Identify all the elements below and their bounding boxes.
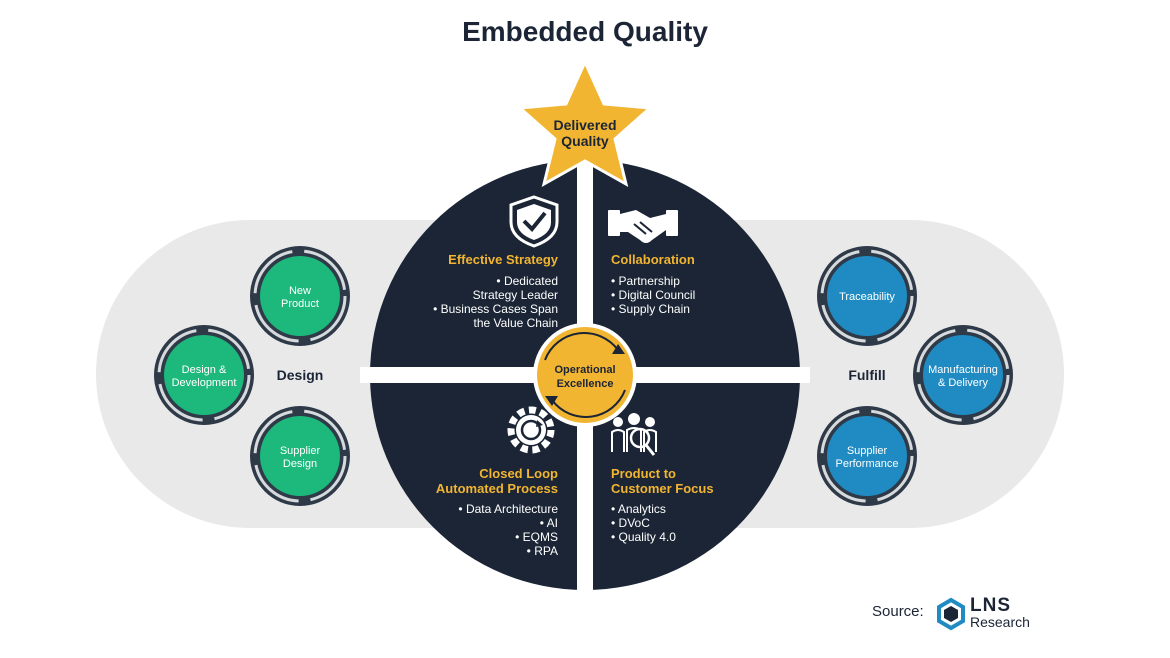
center-circle: [533, 323, 637, 427]
fulfill-item-traceability: Traceability: [817, 246, 917, 346]
source-label: Source:: [872, 603, 924, 620]
design-item-2-line2: Development: [172, 377, 237, 389]
closed-loop-bullet-1: • Data Architecture: [458, 502, 558, 516]
closed-loop-title-line2: Automated Process: [436, 481, 558, 496]
collaboration-bullet-2: • Digital Council: [611, 288, 695, 302]
effective-strategy-bullet-2: Strategy Leader: [473, 288, 558, 302]
lns-logo-line2: Research: [970, 614, 1030, 630]
gear-cycle-icon: [507, 406, 555, 454]
effective-strategy-title: Effective Strategy: [448, 252, 559, 267]
star-label-line1: Delivered: [553, 117, 616, 133]
handshake-icon: [608, 210, 678, 243]
collaboration-bullet-1: • Partnership: [611, 274, 680, 288]
people-search-icon: [611, 413, 657, 456]
customer-focus-title-line2: Customer Focus: [611, 481, 714, 496]
star-label-line2: Quality: [561, 133, 609, 149]
cycle-arrow-icon-2: [551, 389, 626, 418]
design-item-1-line2: Product: [281, 298, 319, 310]
fulfill-label: Fulfill: [848, 367, 885, 383]
lns-logo-line1: LNS: [970, 595, 1011, 616]
fulfill-item-3-line1: Supplier: [847, 445, 888, 457]
closed-loop-bullet-2: • AI: [540, 516, 558, 530]
arrow-head-icon-2: [545, 396, 558, 406]
collaboration-title: Collaboration: [611, 252, 695, 267]
design-item-design-development: Design & Development: [154, 325, 254, 425]
design-band: [96, 220, 470, 528]
closed-loop-bullet-3: • EQMS: [515, 530, 558, 544]
star-shape: [516, 58, 654, 187]
design-item-3-line1: Supplier: [280, 445, 321, 457]
fulfill-item-manufacturing-delivery: Manufacturing & Delivery: [913, 325, 1013, 425]
arrow-head-icon: [612, 344, 625, 354]
effective-strategy-bullet-4: the Value Chain: [473, 316, 558, 330]
fulfill-item-3-line2: Performance: [836, 458, 899, 470]
effective-strategy-bullet-1: • Dedicated: [496, 274, 558, 288]
design-label: Design: [277, 367, 324, 383]
design-item-3-line2: Design: [283, 458, 317, 470]
fulfill-item-1-line1: Traceability: [839, 291, 895, 303]
fulfill-item-2-line2: & Delivery: [938, 377, 989, 389]
center-label-line2: Excellence: [557, 378, 614, 390]
fulfill-item-2-line1: Manufacturing: [928, 364, 998, 376]
closed-loop-bullet-4: • RPA: [527, 544, 558, 558]
design-item-2-line1: Design &: [182, 364, 227, 376]
customer-focus-title-line1: Product to: [611, 466, 676, 481]
fulfill-band: [700, 220, 1064, 528]
customer-focus-bullet-2: • DVoC: [611, 516, 650, 530]
lns-logo-text: LNS Research: [970, 595, 1030, 630]
lns-logo-icon: [937, 597, 965, 631]
fulfill-item-supplier-performance: Supplier Performance: [817, 406, 917, 506]
collaboration-bullet-3: • Supply Chain: [611, 302, 690, 316]
customer-focus-bullet-3: • Quality 4.0: [611, 530, 676, 544]
effective-strategy-bullet-3: • Business Cases Span: [433, 302, 558, 316]
center-label-line1: Operational: [554, 364, 615, 376]
page-title: Embedded Quality: [462, 16, 708, 47]
customer-focus-bullet-1: • Analytics: [611, 502, 666, 516]
shield-check-icon: [509, 195, 559, 248]
design-item-1-line1: New: [289, 285, 311, 297]
design-item-new-product: New Product: [250, 246, 350, 346]
cycle-arrow-icon: [544, 332, 619, 361]
design-item-supplier-design: Supplier Design: [250, 406, 350, 506]
closed-loop-title-line1: Closed Loop: [479, 466, 558, 481]
